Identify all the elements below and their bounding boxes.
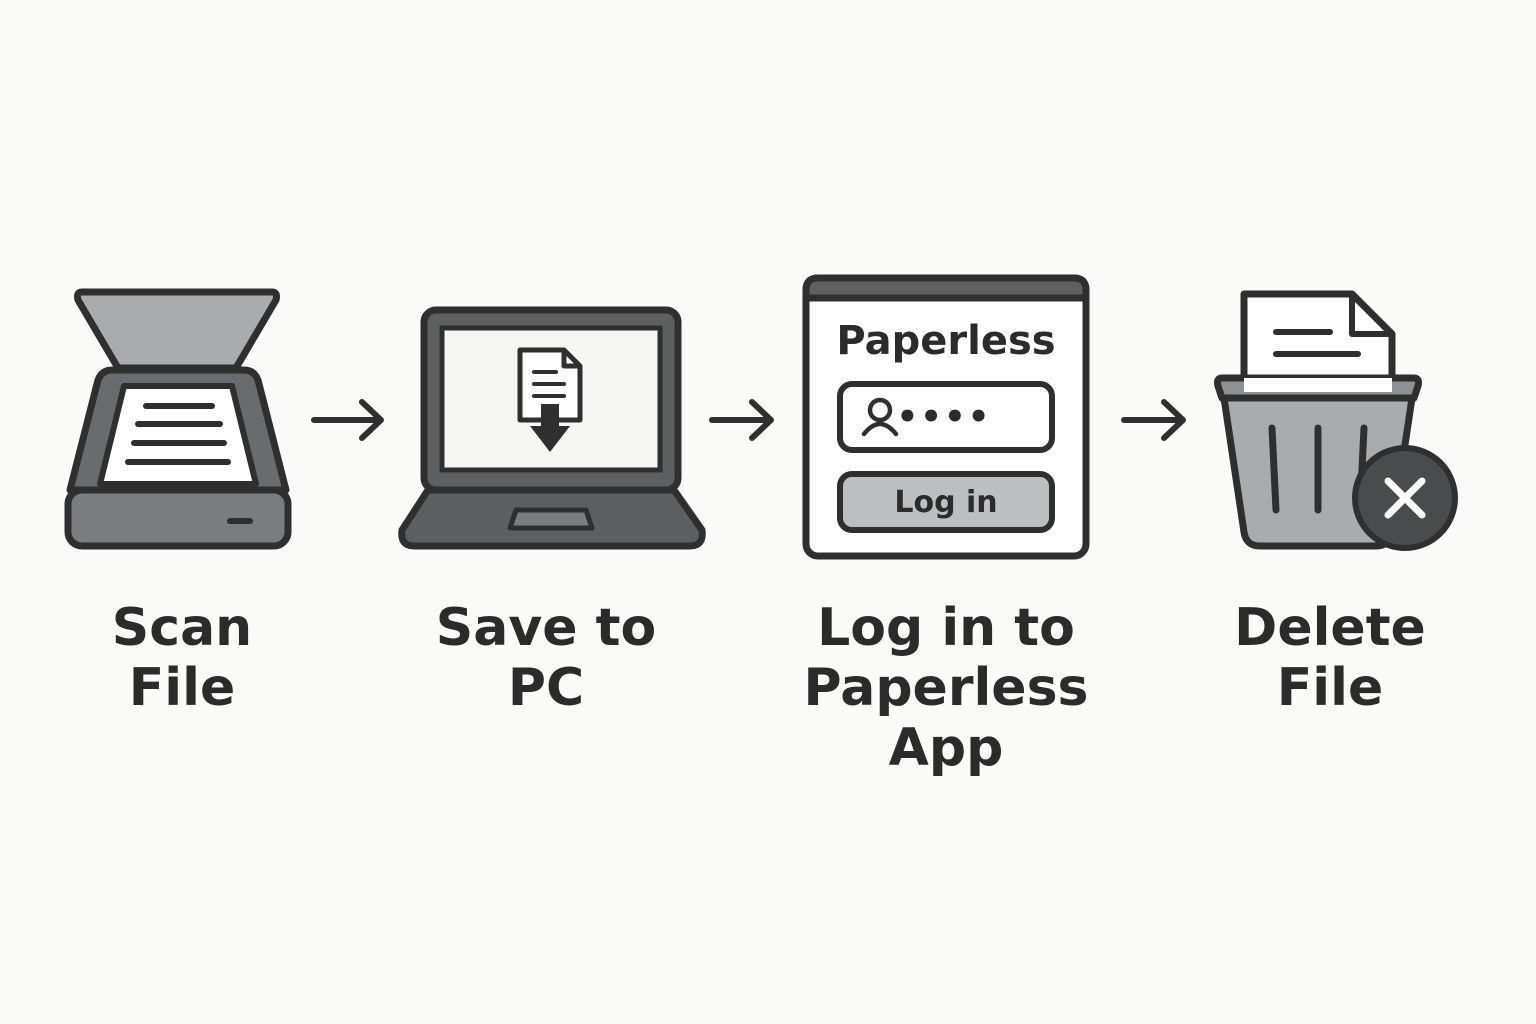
password-mask: •••• <box>897 397 992 437</box>
laptop-download-icon <box>398 306 706 550</box>
user-icon <box>861 397 899 437</box>
login-button: Log in <box>837 471 1055 533</box>
login-app-title: Paperless <box>836 318 1055 364</box>
scanner-icon <box>64 288 292 550</box>
file-download-icon <box>517 347 583 452</box>
step-label-scan: Scan File <box>111 598 253 718</box>
step-label-delete: Delete File <box>1234 598 1426 718</box>
arrow-right-icon <box>311 399 384 441</box>
login-button-label: Log in <box>894 485 997 520</box>
trash-delete-icon <box>1214 290 1458 551</box>
arrow-right-icon <box>709 399 774 441</box>
document-icon <box>1240 290 1396 404</box>
credentials-field: •••• <box>837 381 1055 453</box>
step-label-login: Log in to Paperless App <box>803 598 1089 778</box>
login-window-icon: Paperless •••• Log in <box>802 274 1090 560</box>
close-icon <box>1352 445 1458 551</box>
step-label-save: Save to PC <box>435 598 657 718</box>
arrow-right-icon <box>1121 399 1186 441</box>
